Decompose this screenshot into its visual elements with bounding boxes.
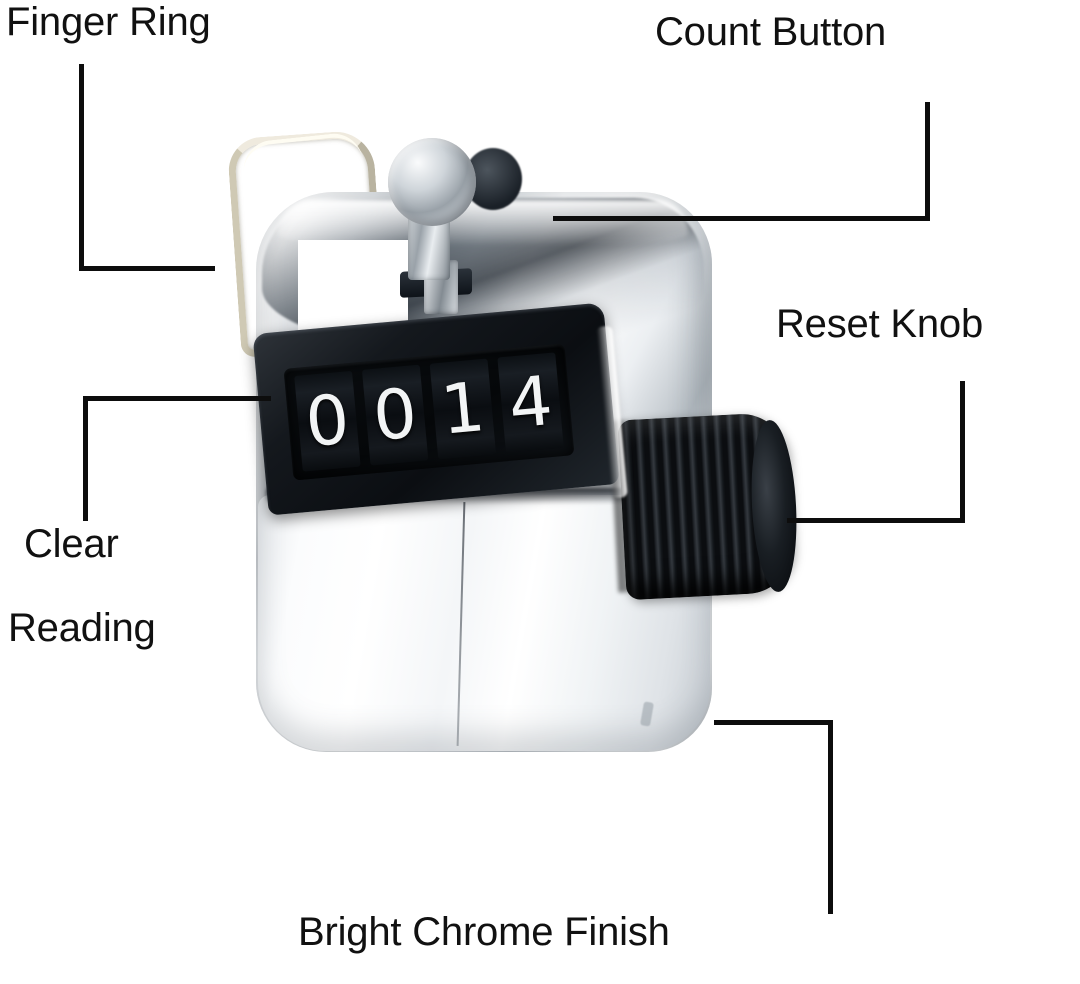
leader-line-bright-chrome-horizontal <box>714 720 833 725</box>
leader-line-clear-reading-horizontal <box>83 396 271 401</box>
leader-line-count-button-vertical <box>925 102 930 221</box>
callout-label-bright-chrome-finish: Bright Chrome Finish <box>298 910 670 954</box>
leader-line-count-button-horizontal <box>553 216 930 221</box>
leader-line-finger-ring-horizontal <box>79 266 215 271</box>
leader-line-clear-reading-vertical <box>83 396 88 521</box>
counter-digit-3: 1 <box>429 358 497 460</box>
callout-label-clear-reading-line1: Clear <box>24 522 119 566</box>
counter-digit-1: 0 <box>294 370 361 472</box>
callout-label-finger-ring: Finger Ring <box>6 0 211 44</box>
count-button[interactable] <box>388 138 476 226</box>
leader-line-finger-ring-vertical <box>79 64 84 271</box>
hand-tally-counter: 0 0 1 4 <box>226 120 808 820</box>
leader-line-bright-chrome-vertical <box>828 720 833 914</box>
callout-label-count-button: Count Button <box>655 10 887 54</box>
leader-line-reset-knob-horizontal <box>787 518 965 523</box>
counter-digit-2: 0 <box>361 364 429 466</box>
leader-line-reset-knob-vertical <box>960 381 965 523</box>
counter-digit-4: 4 <box>497 352 564 454</box>
callout-label-reset-knob: Reset Knob <box>776 302 984 346</box>
callout-label-clear-reading-line2: Reading <box>8 606 156 650</box>
